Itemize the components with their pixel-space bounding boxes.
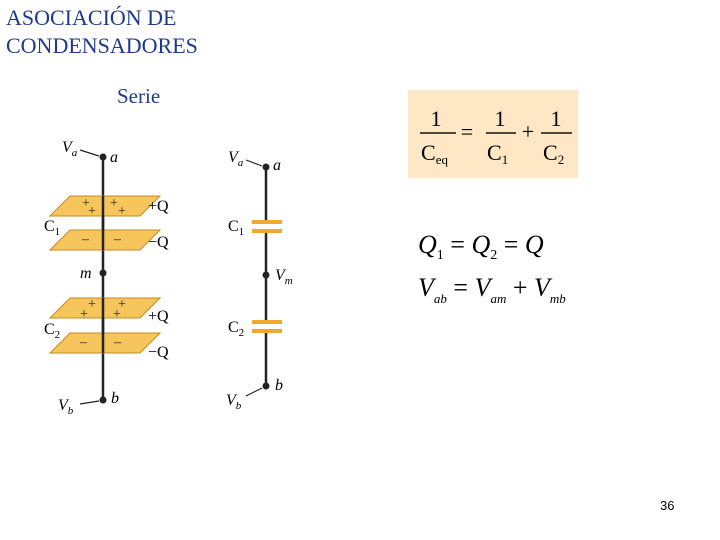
- c2-plus-4: +: [113, 307, 121, 322]
- c2-symbol-plate-1: [252, 320, 282, 324]
- node-m-dot: [99, 269, 107, 277]
- c2-minus-1: –: [79, 335, 88, 350]
- left-c1-label: C1: [44, 218, 60, 238]
- title-line-2: CONDENSADORES: [6, 33, 198, 58]
- c2-symbol-plate-2: [252, 329, 282, 333]
- right-a-label: a: [273, 157, 281, 174]
- right-node-a-dot: [262, 163, 270, 171]
- c2-plus-2: +: [80, 307, 88, 322]
- left-b-label: b: [111, 390, 119, 407]
- svg-text:1: 1: [551, 106, 562, 131]
- svg-text:=: =: [461, 119, 473, 144]
- left-va-label: Va: [62, 139, 78, 159]
- charge-equation: Q1 = Q2 = Q: [418, 230, 544, 263]
- c1-minus-q-label: −Q: [148, 234, 169, 251]
- c2-top-plate: [48, 297, 162, 319]
- c2-minus-2: –: [113, 335, 122, 350]
- c1-top-plate: [48, 195, 162, 217]
- left-m-label: m: [80, 265, 92, 282]
- right-node-m-dot: [262, 271, 270, 279]
- formula-c2: C2: [543, 140, 564, 167]
- slide-title: ASOCIACIÓN DE CONDENSADORES: [6, 4, 198, 60]
- left-c2-label: C2: [44, 321, 60, 341]
- c1-plus-1: +: [82, 196, 90, 211]
- c1-minus-1: –: [81, 232, 90, 247]
- slide-subtitle: Serie: [117, 84, 161, 108]
- plate-diagram: Va a + + + + – – +Q −Q C1 m + + + + – – …: [44, 139, 169, 417]
- series-capacitance-formula: 1 Ceq = 1 C1 + 1 C2: [420, 106, 572, 167]
- c2-bottom-plate: [48, 332, 162, 354]
- voltage-equation: Vab = Vam + Vmb: [418, 273, 566, 306]
- c2-plus-1: +: [88, 297, 96, 312]
- svg-text:+: +: [522, 119, 534, 144]
- left-vb-label: Vb: [58, 397, 74, 417]
- schematic-diagram: Va a C1 Vm C2 Vb b: [226, 149, 293, 412]
- formula-c1: C1: [487, 140, 508, 167]
- node-a-dot: [99, 153, 107, 161]
- formula-box: [408, 90, 578, 178]
- right-node-b-dot: [262, 382, 270, 390]
- c2-minus-q-label: −Q: [148, 344, 169, 361]
- right-b-label: b: [275, 377, 283, 394]
- c1-plus-3: +: [110, 196, 118, 211]
- c1-symbol-plate-2: [252, 229, 282, 233]
- right-vm-label: Vm: [275, 267, 293, 287]
- c1-symbol-plate-1: [252, 220, 282, 224]
- c2-plus-q-label: +Q: [148, 308, 169, 325]
- right-c2-label: C2: [228, 319, 244, 339]
- c1-plus-2: +: [88, 204, 96, 219]
- formula-ceq: Ceq: [421, 140, 448, 167]
- left-va-pointer: [79, 149, 100, 157]
- node-b-dot: [99, 396, 107, 404]
- right-va-label: Va: [228, 149, 244, 169]
- right-vb-label: Vb: [226, 392, 242, 412]
- title-line-1: ASOCIACIÓN DE: [6, 5, 177, 30]
- svg-text:1: 1: [431, 106, 442, 131]
- c1-plus-q-label: +Q: [148, 198, 169, 215]
- c1-minus-2: –: [113, 232, 122, 247]
- left-vb-pointer: [79, 400, 100, 405]
- left-a-label: a: [110, 149, 118, 166]
- svg-text:1: 1: [495, 106, 506, 131]
- c2-plus-3: +: [118, 297, 126, 312]
- right-c1-label: C1: [228, 218, 244, 238]
- c1-plus-4: +: [118, 204, 126, 219]
- c1-bottom-plate: [48, 229, 162, 251]
- page-number: 36: [660, 498, 675, 513]
